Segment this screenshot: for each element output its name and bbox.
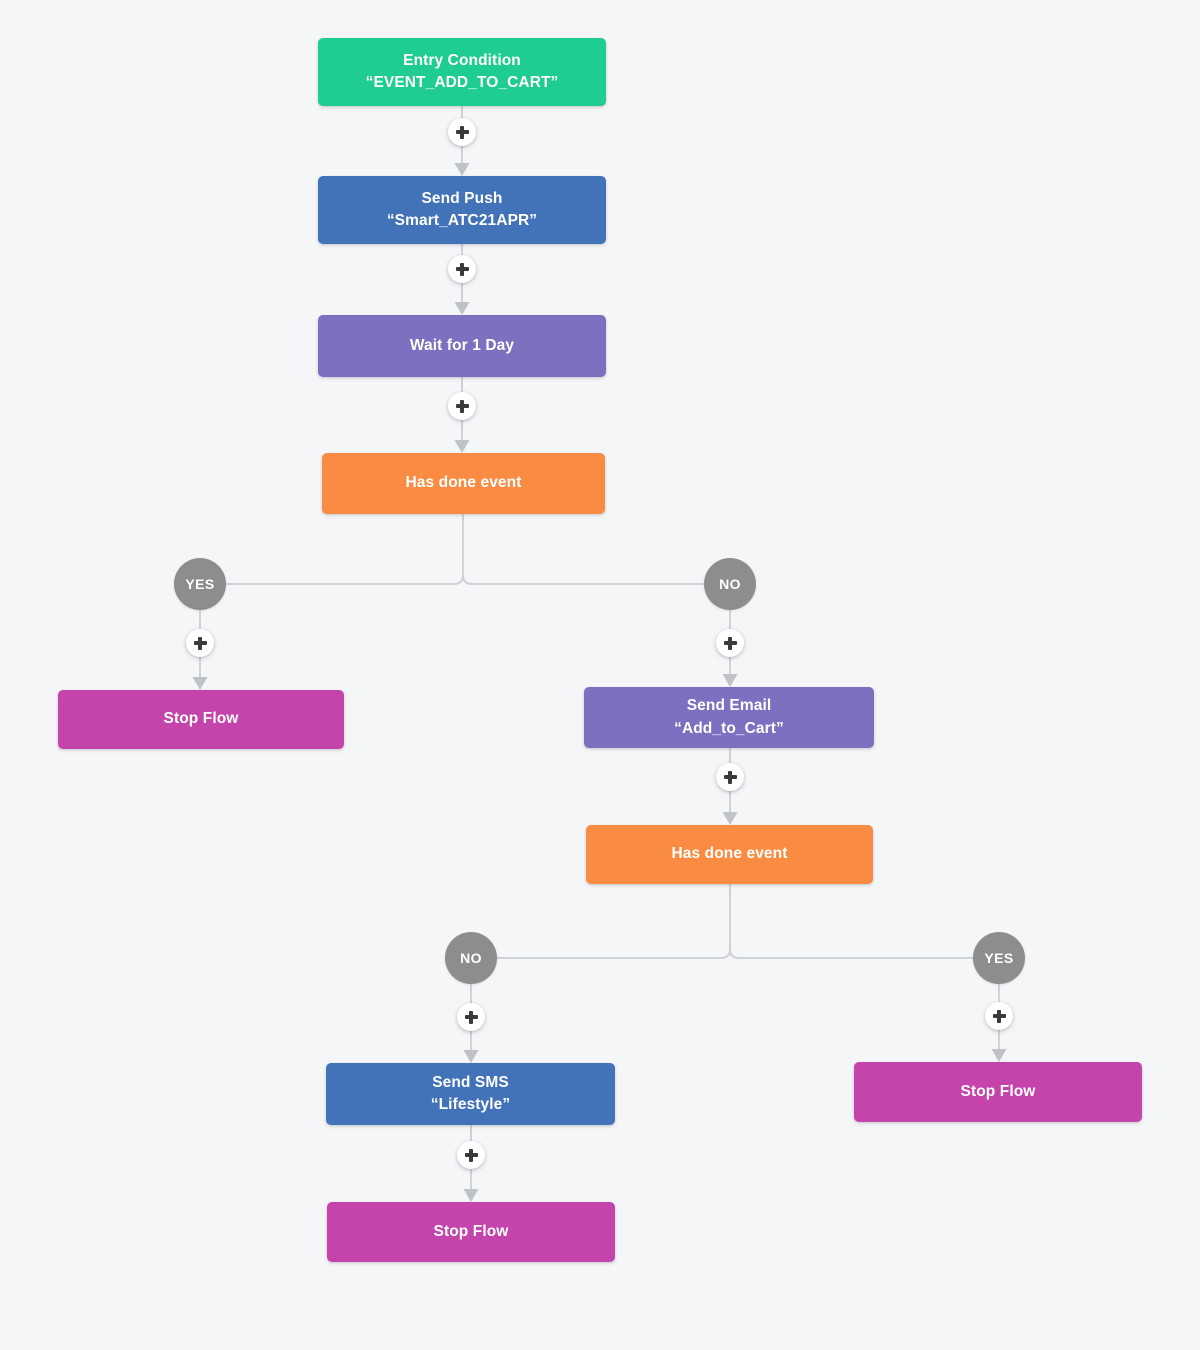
plus-icon (997, 1009, 1001, 1023)
decision-yes-branch-2[interactable]: YES (973, 932, 1025, 984)
plus-icon (469, 1010, 473, 1024)
node-send-sms-label: Send SMS “Lifestyle” (430, 1073, 511, 1113)
edge-push-to-wait-arrowhead (454, 302, 470, 315)
node-stop-flow-yes-1[interactable]: Stop Flow (58, 690, 344, 749)
edge-no2-to-sendsms-arrowhead (463, 1050, 479, 1063)
add-step-after-send-sms[interactable] (457, 1141, 485, 1169)
add-step-after-wait[interactable] (448, 392, 476, 420)
node-has-done-event-1-label: Has done event (405, 474, 522, 492)
edge-event2-split-tee (720, 948, 740, 959)
node-send-email[interactable]: Send Email “Add_to_Cart” (584, 687, 874, 748)
add-step-after-send-email[interactable] (716, 763, 744, 791)
add-step-yes-branch-2[interactable] (985, 1002, 1013, 1030)
edge-yes1-to-stopflow-arrowhead (192, 677, 208, 690)
plus-icon (728, 770, 732, 784)
add-step-yes-branch-1[interactable] (186, 629, 214, 657)
node-send-email-label: Send Email “Add_to_Cart” (674, 697, 784, 737)
edge-event1-split-tee (453, 574, 473, 585)
node-has-done-event-2-label: Has done event (671, 845, 788, 863)
node-has-done-event-2[interactable]: Has done event (586, 825, 873, 884)
decision-no-branch-2-label: NO (460, 950, 482, 966)
node-stop-flow-final-label: Stop Flow (433, 1222, 509, 1240)
plus-icon (728, 636, 732, 650)
plus-icon (460, 262, 464, 276)
node-wait-1-day-label: Wait for 1 Day (409, 336, 515, 354)
plus-icon (460, 399, 464, 413)
plus-icon (469, 1148, 473, 1162)
decision-no-branch-2[interactable]: NO (445, 932, 497, 984)
node-entry-condition-label: Entry Condition “EVENT_ADD_TO_CART” (365, 51, 559, 91)
decision-yes-branch-2-label: YES (984, 950, 1014, 966)
node-stop-flow-yes-1-label: Stop Flow (163, 710, 239, 728)
node-has-done-event-1[interactable]: Has done event (322, 453, 605, 514)
node-stop-flow-yes-2[interactable]: Stop Flow (854, 1062, 1142, 1122)
decision-yes-branch-1-label: YES (185, 576, 215, 592)
plus-icon (460, 125, 464, 139)
edge-no1-to-sendemail-arrowhead (722, 674, 738, 687)
node-stop-flow-yes-2-label: Stop Flow (960, 1082, 1036, 1100)
node-entry-condition[interactable]: Entry Condition “EVENT_ADD_TO_CART” (318, 38, 606, 106)
edge-email-to-event2-arrowhead (722, 812, 738, 825)
edge-wait-to-event1-arrowhead (454, 440, 470, 453)
plus-icon (198, 636, 202, 650)
decision-no-branch-1-label: NO (719, 576, 741, 592)
node-send-sms[interactable]: Send SMS “Lifestyle” (326, 1063, 615, 1125)
edge-sms-to-stopflow-arrowhead (463, 1189, 479, 1202)
add-step-no-branch-2[interactable] (457, 1003, 485, 1031)
add-step-after-send-push[interactable] (448, 255, 476, 283)
node-send-push-label: Send Push “Smart_ATC21APR” (386, 189, 538, 229)
edge-yes2-to-stopflow-arrowhead (991, 1049, 1007, 1062)
decision-yes-branch-1[interactable]: YES (174, 558, 226, 610)
add-step-after-entry-condition[interactable] (448, 118, 476, 146)
node-send-push[interactable]: Send Push “Smart_ATC21APR” (318, 176, 606, 244)
decision-no-branch-1[interactable]: NO (704, 558, 756, 610)
edge-entry-to-push-arrowhead (454, 163, 470, 176)
node-wait-1-day[interactable]: Wait for 1 Day (318, 315, 606, 377)
add-step-no-branch-1[interactable] (716, 629, 744, 657)
node-stop-flow-final[interactable]: Stop Flow (327, 1202, 615, 1262)
